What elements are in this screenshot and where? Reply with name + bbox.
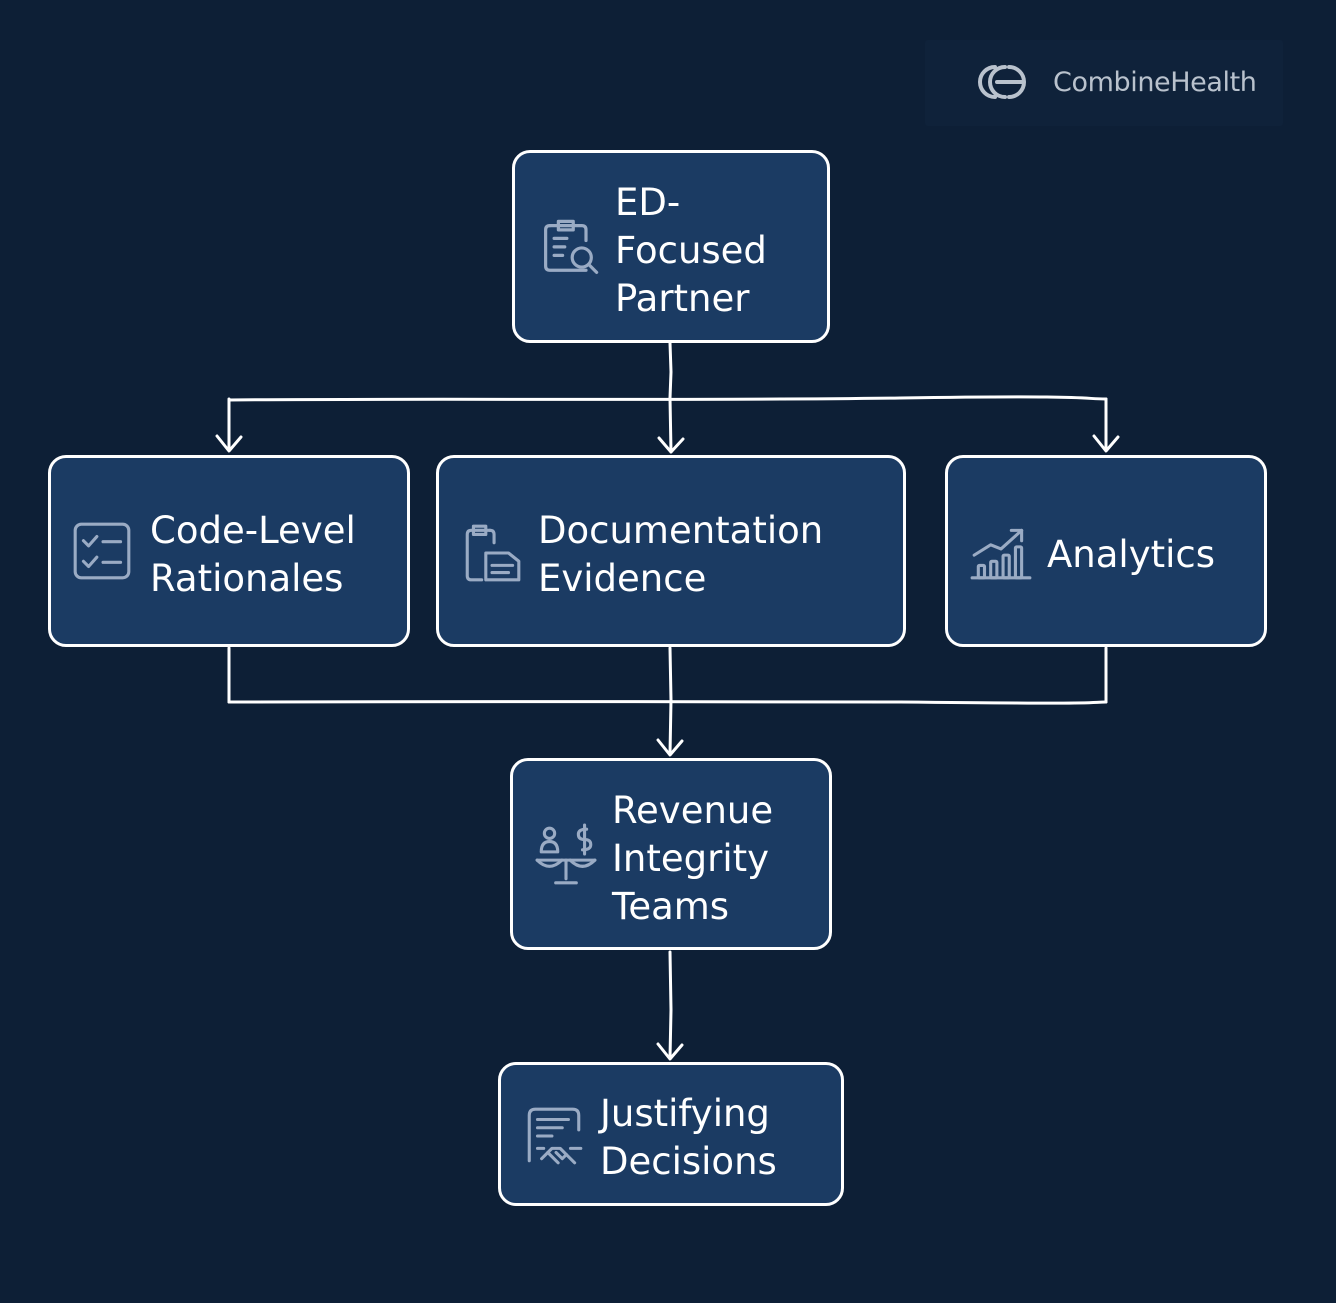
connector-to-justifying-decisions — [656, 950, 684, 1061]
connector-to-documentation-evidence — [657, 396, 685, 454]
node-revenue-integrity-teams: Revenue Integrity Teams — [510, 758, 832, 950]
node-label-line: Revenue — [612, 789, 774, 832]
clipboard-search-icon — [544, 219, 599, 274]
node-label-line: Focused — [615, 229, 767, 272]
node-label-line: Teams — [612, 885, 730, 928]
node-ed-focused-partner: ED- Focused Partner — [512, 150, 830, 343]
checklist-icon — [73, 522, 131, 580]
connector-to-analytics — [1092, 397, 1120, 453]
node-label-line: Decisions — [600, 1140, 777, 1183]
person-balance-scale-icon — [535, 823, 597, 885]
node-label-line: Analytics — [1047, 533, 1216, 576]
node-label-line: Code-Level — [150, 509, 356, 552]
connector-to-revenue-integrity-teams — [656, 646, 684, 757]
brand-logo: CombineHealth — [925, 40, 1283, 126]
node-label-line: Documentation — [538, 509, 824, 552]
node-justifying-decisions: Justifying Decisions — [498, 1062, 844, 1206]
connector-partner-trunk — [668, 341, 673, 400]
node-code-level-rationales: Code-Level Rationales — [48, 455, 410, 647]
connector-top-bus — [227, 395, 1108, 402]
node-label-line: Justifying — [600, 1092, 770, 1135]
connector-to-code-level-rationales — [215, 397, 243, 453]
node-label-line: Integrity — [612, 837, 770, 880]
node-analytics: Analytics — [945, 455, 1267, 647]
node-documentation-evidence: Documentation Evidence — [436, 455, 906, 647]
node-label-line: Partner — [615, 277, 750, 320]
growth-chart-icon — [970, 528, 1032, 580]
clipboard-documents-icon — [465, 524, 521, 582]
connector-bottom-bus — [227, 699, 1108, 705]
combinehealth-logo-icon — [978, 65, 1026, 99]
node-label-line: Evidence — [538, 557, 707, 600]
brand-name: CombineHealth — [1053, 67, 1257, 98]
node-label-line: Rationales — [150, 557, 344, 600]
document-handshake-icon — [527, 1107, 583, 1165]
node-label-line: ED- — [615, 181, 681, 224]
